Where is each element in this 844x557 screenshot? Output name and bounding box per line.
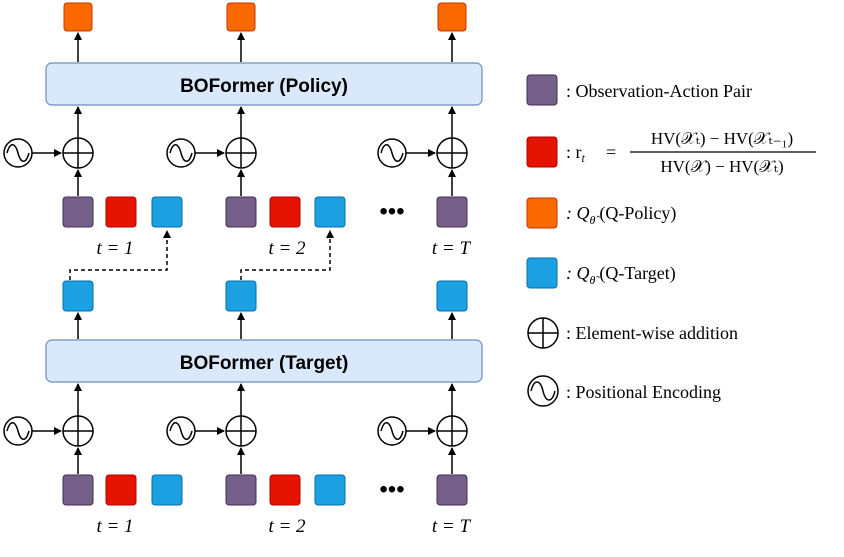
legend-reward-eq: = — [606, 142, 616, 162]
legend: : Observation-Action Pair : rt = HV(𝒳ₜ) … — [526, 74, 816, 407]
legend-reward-swatch — [526, 136, 558, 168]
legend-sine-wave-icon — [527, 375, 559, 407]
reward-token-1 — [105, 196, 137, 228]
q-policy-output-1 — [63, 2, 93, 32]
boformer-target-label: BOFormer (Target) — [180, 353, 349, 374]
circle-plus-icon — [225, 415, 257, 447]
obs-action-pair-lower-T — [436, 474, 468, 506]
legend-circle-plus-icon — [527, 317, 559, 349]
legend-reward-prefix: : rt — [566, 142, 586, 165]
timestep-label-T: t = T — [432, 238, 472, 259]
reward-token-2 — [269, 196, 301, 228]
timestep-label-lower-2: t = 2 — [268, 516, 306, 537]
legend-q-target-swatch — [526, 257, 558, 289]
circle-plus-icon — [436, 137, 468, 169]
obs-action-pair-lower-1 — [62, 474, 94, 506]
q-target-token-2 — [314, 196, 346, 228]
q-target-token-lower-1 — [151, 474, 183, 506]
legend-q-policy-swatch — [526, 197, 558, 229]
timestep-label-lower-1: t = 1 — [96, 516, 133, 537]
boformer-policy-label: BOFormer (Policy) — [180, 76, 348, 97]
dashed-link-1 — [69, 230, 171, 280]
circle-plus-icon — [225, 137, 257, 169]
circle-plus-icon — [436, 415, 468, 447]
obs-action-pair-1 — [62, 196, 94, 228]
q-target-output-2 — [225, 280, 257, 312]
sine-wave-icon — [166, 138, 196, 168]
sine-wave-icon — [377, 138, 407, 168]
sine-wave-icon — [377, 416, 407, 446]
legend-reward-denominator: HV(𝒳) − HV(𝒳ₜ) — [660, 157, 783, 176]
reward-token-lower-2 — [269, 474, 301, 506]
ellipsis-lower: ••• — [379, 476, 404, 503]
legend-q-target-label: : Qθ̃(Q-Target) — [566, 263, 676, 287]
sine-wave-icon — [3, 138, 33, 168]
reward-token-lower-1 — [105, 474, 137, 506]
legend-pos-enc-label: : Positional Encoding — [566, 382, 721, 402]
q-target-token-lower-2 — [314, 474, 346, 506]
boformer-policy-block — [45, 62, 483, 106]
sine-wave-icon — [166, 416, 196, 446]
timestep-label-lower-T: t = T — [432, 516, 472, 537]
obs-action-pair-lower-2 — [225, 474, 257, 506]
legend-q-policy-label: : Qθ̂(Q-Policy) — [566, 203, 676, 227]
q-target-output-1 — [62, 280, 94, 312]
legend-obs-action-swatch — [526, 74, 558, 106]
q-target-output-T — [436, 280, 468, 312]
ellipsis-upper: ••• — [379, 198, 404, 225]
legend-reward-numerator: HV(𝒳ₜ) − HV(𝒳ₜ₋₁) — [651, 129, 793, 148]
q-policy-output-T — [437, 2, 467, 32]
legend-add-label: : Element-wise addition — [566, 323, 738, 343]
q-target-token-1 — [151, 196, 183, 228]
q-policy-output-2 — [226, 2, 256, 32]
legend-obs-action-label: : Observation-Action Pair — [566, 81, 752, 101]
boformer-target-block — [45, 339, 483, 383]
obs-action-pair-T — [436, 196, 468, 228]
obs-action-pair-2 — [225, 196, 257, 228]
circle-plus-icon — [62, 415, 94, 447]
timestep-label-1: t = 1 — [96, 238, 133, 259]
timestep-label-2: t = 2 — [268, 238, 306, 259]
circle-plus-icon — [62, 137, 94, 169]
sine-wave-icon — [3, 416, 33, 446]
